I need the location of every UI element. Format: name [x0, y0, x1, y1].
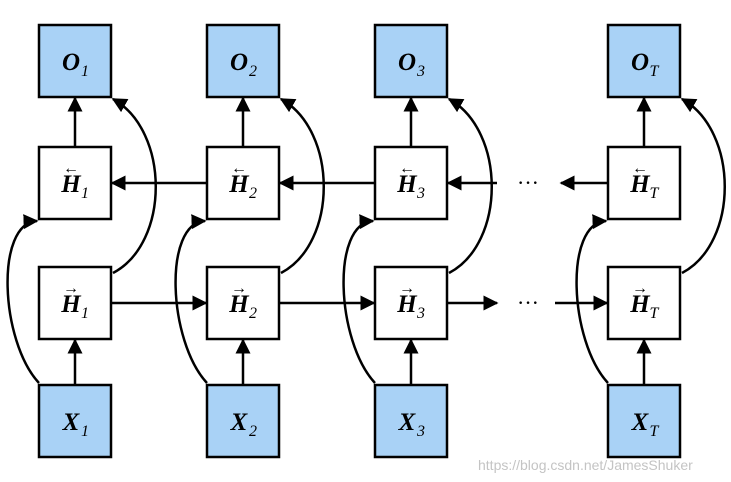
backward-hidden-node-3-box	[373, 145, 449, 221]
forward-to-output-curve-3	[447, 97, 493, 275]
input-node-1-subscript: 1	[81, 423, 89, 440]
backward-hidden-node-3-label: H	[396, 171, 418, 198]
forward-hidden-node-1-subscript: 1	[81, 305, 89, 322]
input-to-backward-curve-3	[342, 214, 376, 384]
backward-hidden-node-2-direction-arrow: ←	[231, 160, 247, 177]
backward-hidden-node-T-label: H	[629, 171, 651, 198]
backward-hidden-node-1-subscript: 1	[81, 185, 89, 202]
backward-hidden-node-2-subscript: 2	[249, 185, 257, 202]
output-node-3-box	[373, 23, 449, 99]
forward-to-output-curve-2	[279, 97, 325, 275]
forward-hidden-node-2-subscript: 2	[249, 305, 257, 322]
backward-hidden-node-2-label: H	[228, 171, 250, 198]
output-node-3-subscript: 3	[416, 63, 425, 80]
input-node-2-label: X	[230, 409, 249, 436]
input-to-backward-curve-T	[575, 214, 609, 384]
forward-hidden-node-1-box	[37, 265, 113, 341]
output-node-1-label: O	[62, 49, 80, 76]
forward-ellipsis: ···	[517, 290, 539, 315]
backward-hidden-node-T-box	[606, 145, 682, 221]
input-node-T-label: X	[631, 409, 650, 436]
connection-layer	[6, 96, 726, 385]
forward-hidden-node-3-label: H	[396, 291, 418, 318]
backward-hidden-node-T-subscript: T	[650, 185, 660, 202]
ellipsis-layer: ··· ···	[517, 170, 539, 315]
input-node-3-label: X	[398, 409, 417, 436]
output-node-1-subscript: 1	[81, 63, 89, 80]
backward-hidden-node-1-box	[37, 145, 113, 221]
output-node-3-label: O	[398, 49, 416, 76]
input-node-T-subscript: T	[650, 423, 660, 440]
forward-hidden-node-2-box	[205, 265, 281, 341]
backward-ellipsis: ···	[517, 170, 539, 195]
watermark: https://blog.csdn.net/JamesShuker	[478, 457, 693, 473]
forward-to-output-curve-1	[111, 97, 157, 275]
output-node-1-box	[37, 23, 113, 99]
output-node-T-label: O	[631, 49, 649, 76]
output-node-2-box	[205, 23, 281, 99]
input-node-2-subscript: 2	[249, 423, 257, 440]
input-node-T-box	[606, 383, 682, 459]
forward-to-output-curve-T	[680, 97, 726, 275]
forward-hidden-node-1-label: H	[60, 291, 82, 318]
input-node-3-subscript: 3	[416, 423, 425, 440]
backward-hidden-node-1-label: H	[60, 171, 82, 198]
forward-hidden-node-3-subscript: 3	[416, 305, 425, 322]
backward-hidden-node-3-subscript: 3	[416, 185, 425, 202]
backward-hidden-node-2-box	[205, 145, 281, 221]
forward-hidden-node-2-direction-arrow: →	[231, 280, 247, 297]
output-node-2-label: O	[230, 49, 248, 76]
input-node-1-label: X	[62, 409, 81, 436]
forward-hidden-node-2-label: H	[228, 291, 250, 318]
forward-hidden-node-3-box	[373, 265, 449, 341]
backward-hidden-node-1-direction-arrow: ←	[63, 160, 79, 177]
input-to-backward-curve-1	[6, 214, 40, 384]
input-to-backward-curve-2	[174, 214, 208, 384]
backward-hidden-node-T-direction-arrow: ←	[632, 160, 648, 177]
backward-hidden-node-3-direction-arrow: ←	[399, 160, 415, 177]
output-node-T-subscript: T	[650, 63, 660, 80]
output-node-2-subscript: 2	[249, 63, 257, 80]
input-node-2-box	[205, 383, 281, 459]
forward-hidden-node-1-direction-arrow: →	[63, 280, 79, 297]
forward-hidden-node-3-direction-arrow: →	[399, 280, 415, 297]
input-node-3-box	[373, 383, 449, 459]
output-node-T-box	[606, 23, 682, 99]
forward-hidden-node-T-direction-arrow: →	[632, 280, 648, 297]
input-node-1-box	[37, 383, 113, 459]
forward-hidden-node-T-box	[606, 265, 682, 341]
forward-hidden-node-T-label: H	[629, 291, 651, 318]
forward-hidden-node-T-subscript: T	[650, 305, 660, 322]
